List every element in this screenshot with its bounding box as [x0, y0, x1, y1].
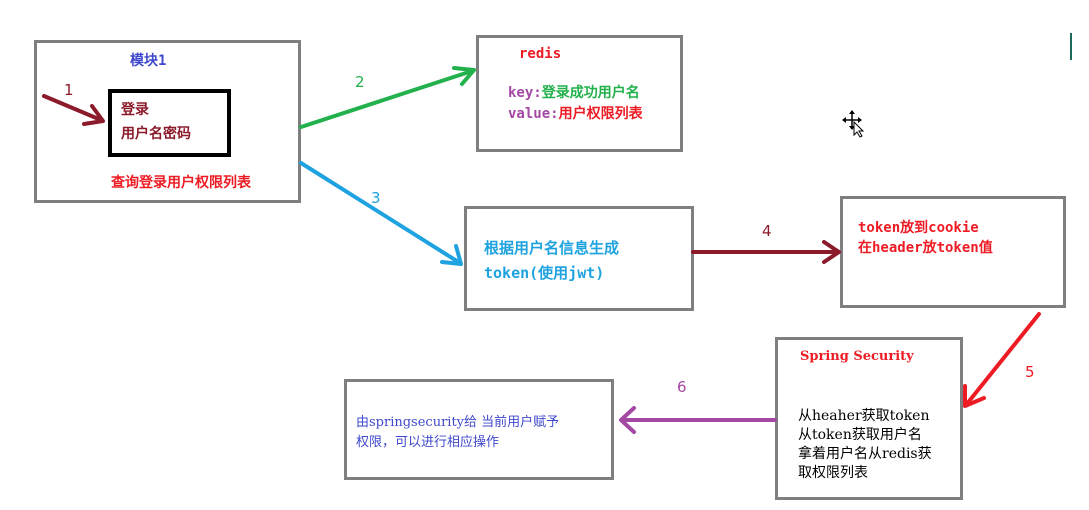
arrow-3-label: 3: [371, 189, 381, 207]
module1-box: 模块1 查询登录用户权限列表: [34, 40, 301, 203]
login-box: 登录 用户名密码: [108, 89, 231, 157]
redis-title: redis: [519, 46, 562, 62]
spring-line2: 从token获取用户名: [798, 427, 922, 443]
arrow-5: [963, 312, 1041, 408]
redis-key-line: key:登录成功用户名: [508, 82, 640, 102]
token-gen-line2: token(使用jwt): [484, 264, 605, 282]
spring-line3: 拿着用户名从redis获: [798, 446, 932, 462]
arrow-2: [299, 66, 476, 129]
arrow-1: [42, 94, 105, 126]
redis-key-label: key:: [508, 85, 542, 101]
arrow-6: [619, 406, 777, 434]
module1-title: 模块1: [130, 53, 167, 69]
grant-line2: 权限，可以进行相应操作: [356, 435, 500, 450]
arrow-1-label: 1: [64, 81, 74, 99]
module1-query-text: 查询登录用户权限列表: [111, 175, 251, 191]
redis-value-label: value:: [508, 106, 559, 122]
arrow-3: [299, 161, 463, 266]
cookie-line1: token放到cookie: [858, 220, 979, 236]
token-gen-box: 根据用户名信息生成 token(使用jwt): [464, 206, 694, 311]
spring-line1: 从heaher获取token: [798, 408, 930, 424]
redis-key-value: 登录成功用户名: [541, 85, 640, 101]
redis-box: redis key:登录成功用户名 value:用户权限列表: [476, 35, 683, 152]
grant-box: 由springsecurity给 当前用户赋予 权限，可以进行相应操作: [344, 379, 614, 480]
cookie-line2: 在header放token值: [858, 240, 993, 256]
login-text-line2: 用户名密码: [121, 126, 191, 142]
cookie-box: token放到cookie 在header放token值: [840, 196, 1066, 308]
token-gen-line1: 根据用户名信息生成: [484, 239, 620, 257]
arrow-5-label: 5: [1025, 363, 1035, 381]
grant-line1: 由springsecurity给 当前用户赋予: [356, 415, 560, 430]
arrow-4-label: 4: [762, 222, 772, 240]
login-text-line1: 登录: [121, 102, 149, 118]
redis-value-value: 用户权限列表: [558, 106, 643, 122]
redis-value-line: value:用户权限列表: [508, 103, 643, 123]
move-cursor-icon: [842, 110, 865, 138]
spring-line4: 取权限列表: [798, 465, 868, 481]
arrow-2-label: 2: [355, 73, 365, 91]
spring-title: Spring Security: [800, 349, 914, 364]
spring-security-box: Spring Security 从heaher获取token 从token获取用…: [775, 337, 963, 500]
arrow-4: [691, 240, 841, 264]
arrow-6-label: 6: [677, 378, 687, 396]
